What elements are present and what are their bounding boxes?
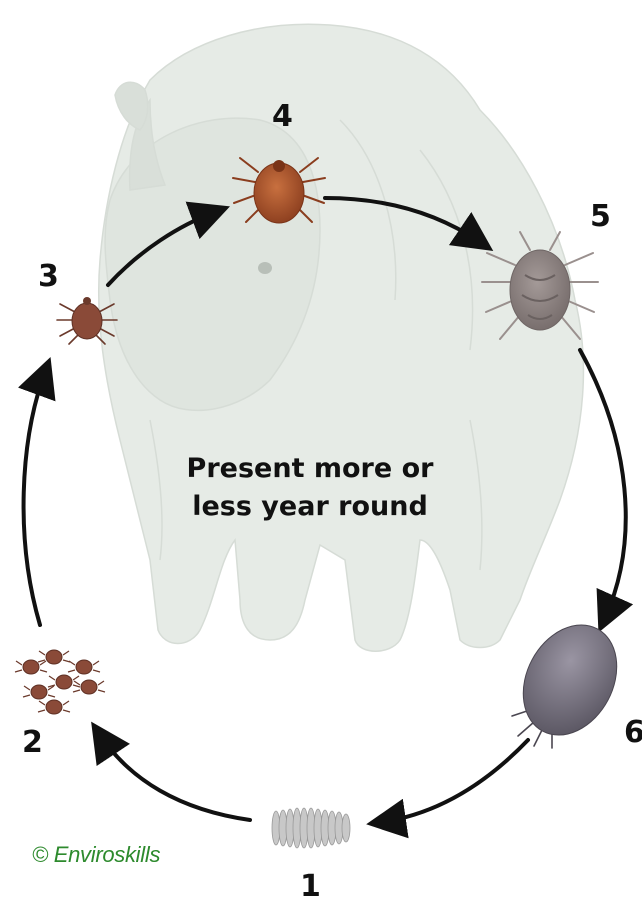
arrow-5-to-6 [580,350,626,618]
eggs-icon [272,808,350,848]
stage-label-5: 5 [590,202,611,232]
arrow-2-to-3 [24,372,45,625]
stage-label-1: 1 [300,872,321,902]
engorged-female-tick-icon [505,609,635,752]
stage-label-6: 6 [624,718,642,748]
center-caption-line-1: Present more or [120,450,500,488]
arrow-6-to-1 [382,740,528,822]
copyright-notice: © Enviroskills [32,842,160,868]
stage-label-3: 3 [38,262,59,292]
stage-label-2: 2 [22,728,43,758]
arrow-1-to-2 [100,735,250,820]
larvae-cluster-icon [15,650,105,714]
stage-label-4: 4 [272,102,293,132]
rhino-illustration [99,24,584,651]
center-caption-line-2: less year round [120,488,500,526]
center-caption: Present more or less year round [120,450,500,526]
